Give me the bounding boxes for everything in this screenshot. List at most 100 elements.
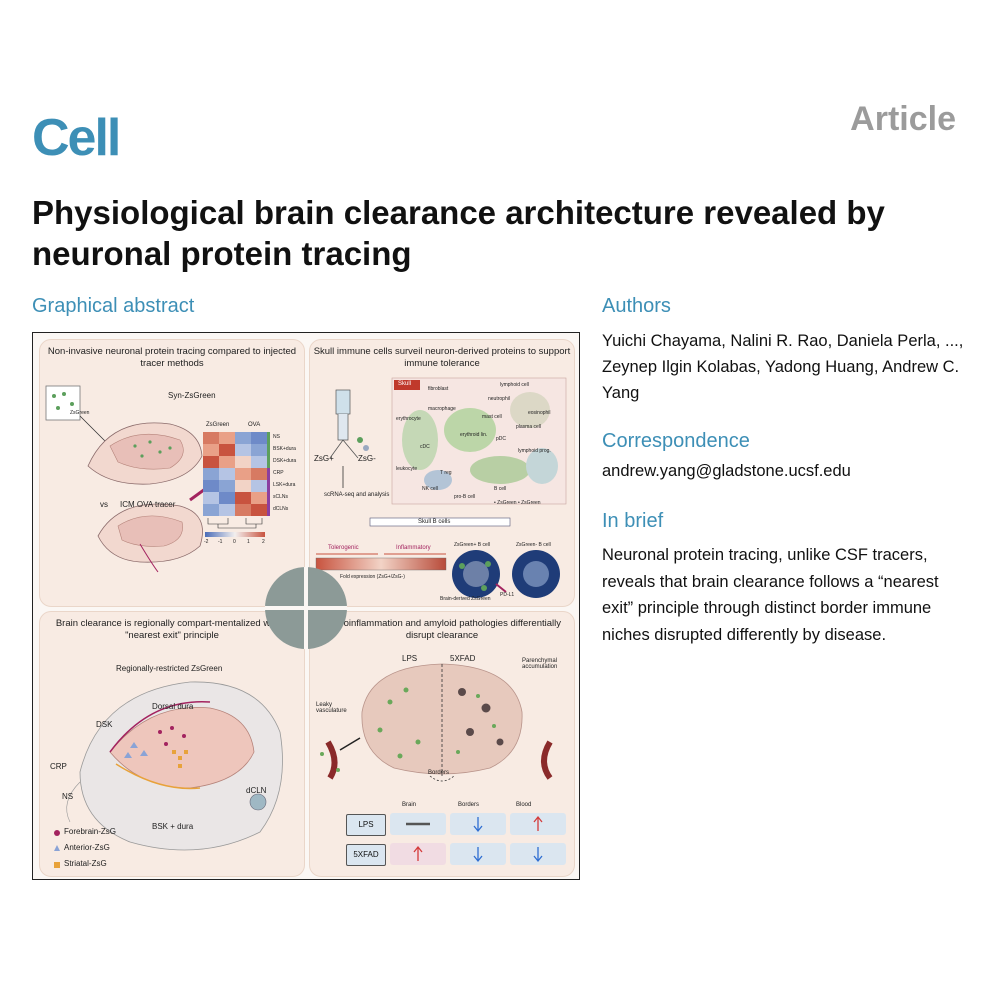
arrow-down-icon — [473, 847, 483, 863]
leaky-vasculature-label: Leaky vasculature — [316, 702, 347, 714]
zsg-negative-label: ZsG- — [358, 454, 376, 463]
center-divider — [265, 606, 347, 610]
umap-cell-label: cDC — [420, 444, 430, 450]
bsk-dura-label: BSK + dura — [152, 822, 194, 831]
zsgreen-negative-label: ZsGreen- B cell — [516, 542, 551, 548]
5xfad-blood-cell — [510, 843, 566, 865]
umap-cell-label: mast cell — [482, 414, 502, 420]
in-brief-heading: In brief — [602, 510, 664, 532]
borders-label: Borders — [428, 770, 450, 776]
parenchymal-label: Parenchymal accumulation — [522, 658, 558, 670]
scale-tick: 1 — [247, 539, 250, 545]
umap-cell-label: pDC — [496, 436, 507, 442]
heatmap-col-zsgreen: ZsGreen — [206, 422, 230, 428]
graphical-abstract-heading: Graphical abstract — [32, 295, 195, 317]
panel-neuronal-tracing: Non-invasive neuronal protein tracing co… — [39, 339, 305, 607]
inflammatory-label: Inflammatory — [396, 545, 431, 551]
ns-label: NS — [62, 792, 74, 801]
mouse-head-illustration — [66, 681, 283, 851]
heatmap-row: dCLNs — [273, 506, 289, 512]
arrow-up-icon — [413, 845, 423, 861]
in-brief-text: Neuronal protein tracing, unlike CSF tra… — [602, 546, 939, 644]
umap-cell-label: macrophage — [428, 406, 456, 412]
panel-disease-disruption: Neuroinflammation and amyloid pathologie… — [309, 611, 575, 877]
syn-zsgreen-label: Syn-ZsGreen — [168, 391, 216, 400]
panel-title: Neuroinflammation and amyloid pathologie… — [323, 618, 561, 641]
legend-anterior: Anterior-ZsG — [64, 843, 110, 852]
umap-cell-label: lymphoid cell — [500, 382, 529, 388]
table-col-borders: Borders — [458, 802, 480, 808]
heatmap-color-scale — [205, 532, 265, 537]
scale-tick: -2 — [204, 539, 209, 545]
umap-cell-label: pro-B cell — [454, 494, 476, 500]
mouse-illustration-top — [45, 385, 270, 573]
forebrain-marker — [54, 830, 60, 836]
article-type-label: Article — [850, 100, 956, 138]
legend-striatal: Striatal-ZsG — [64, 859, 107, 868]
arrow-down-icon — [473, 817, 483, 833]
graphical-abstract: Non-invasive neuronal protein tracing co… — [32, 332, 580, 880]
umap-key: • ZsGreen • ZsGreen — [494, 500, 541, 506]
5xfad-brain-cell — [390, 843, 446, 865]
heatmap-row: DSK+dura — [273, 458, 297, 464]
scale-tick: 2 — [262, 539, 265, 545]
lps-borders-cell — [450, 813, 506, 835]
table-row-5xfad: 5XFAD — [346, 844, 386, 866]
umap-cell-label: leukocyte — [396, 466, 418, 472]
heatmap-col-ova: OVA — [248, 422, 261, 428]
arrow-down-icon — [533, 847, 543, 863]
table-col-brain: Brain — [402, 802, 417, 808]
icm-ova-label: ICM OVA tracer — [120, 500, 176, 509]
panel-nearest-exit: Brain clearance is regionally compart-me… — [39, 611, 305, 877]
5xfad-borders-cell — [450, 843, 506, 865]
umap-cell-label: erythroid lin. — [460, 432, 488, 438]
lps-blood-cell — [510, 813, 566, 835]
legend-forebrain: Forebrain-ZsG — [64, 827, 117, 836]
dcln-label: dCLN — [246, 786, 267, 795]
panel-skull-immune: Skull immune cells surveil neuron-derive… — [309, 339, 575, 607]
umap-cell-label: plasma cell — [516, 424, 542, 430]
skull-b-cells-label: Skull B cells — [418, 519, 451, 525]
heatmap-row: LSK+dura — [273, 482, 296, 488]
scrna-label: scRNA-seq and analysis — [324, 492, 390, 498]
striatal-marker — [54, 862, 60, 868]
scale-tick: -1 — [218, 539, 223, 545]
crp-label: CRP — [50, 762, 67, 771]
umap-cell-label: T reg — [440, 470, 452, 476]
5xfad-label: 5XFAD — [450, 654, 476, 663]
lps-brain-cell — [390, 813, 446, 835]
authors-list: Yuichi Chayama, Nalini R. Rao, Daniela P… — [602, 332, 964, 402]
umap-cell-label: NK cell — [422, 486, 438, 492]
lps-label: LPS — [402, 654, 418, 663]
panel-title: Non-invasive neuronal protein tracing co… — [47, 346, 297, 369]
correspondence-heading: Correspondence — [602, 430, 750, 452]
skull-umap-illustration — [315, 377, 567, 598]
dsk-label: DSK — [96, 720, 113, 729]
umap-cell-label: eosinophil — [528, 410, 551, 416]
arrow-up-icon — [533, 815, 543, 831]
pdl1-label: PD-L1 — [500, 592, 515, 598]
umap-cell-label: fibroblast — [428, 386, 449, 392]
correspondence-email[interactable]: andrew.yang@gladstone.ucsf.edu — [602, 462, 851, 480]
heatmap-row: NS — [273, 434, 280, 440]
heatmap-row: CRP — [273, 470, 284, 476]
regionally-restricted-label: Regionally-restricted ZsGreen — [116, 664, 223, 673]
paper-title: Physiological brain clearance architectu… — [32, 194, 885, 272]
anterior-marker — [54, 845, 60, 851]
umap-cell-label: lymphoid prog. — [518, 448, 551, 454]
heatmap-row: sCLNs — [273, 494, 289, 500]
dorsal-dura-label: Dorsal dura — [152, 702, 194, 711]
panel-title: Skull immune cells surveil neuron-derive… — [313, 346, 571, 369]
table-col-blood: Blood — [516, 802, 532, 808]
tolerogenic-label: Tolerogenic — [328, 545, 359, 551]
skull-tag: Skull — [398, 381, 412, 387]
zsgreen-positive-label: ZsGreen+ B cell — [454, 542, 490, 548]
table-row-lps: LPS — [346, 814, 386, 836]
heatmap — [203, 432, 270, 529]
umap-cell-label: neutrophil — [488, 396, 510, 402]
flat-icon — [406, 822, 430, 826]
brain-section-illustration — [320, 663, 553, 782]
authors-heading: Authors — [602, 295, 671, 317]
umap-cell-label: B cell — [494, 486, 507, 492]
vs-label: vs — [100, 500, 108, 509]
